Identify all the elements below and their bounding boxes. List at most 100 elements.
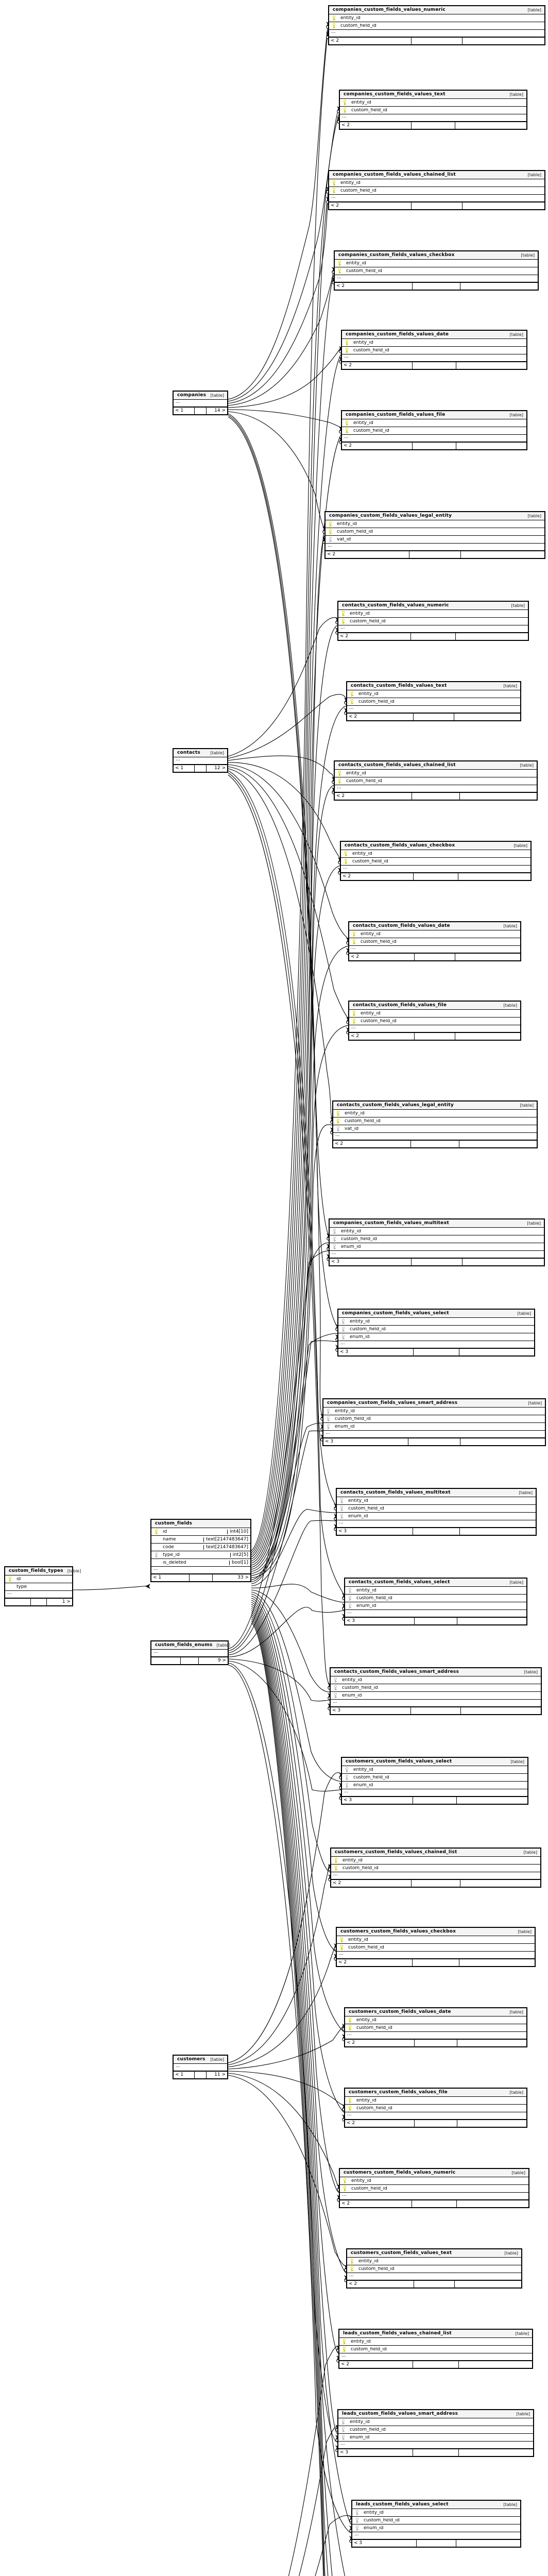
table-header[interactable]: contacts_custom_fields_values_smart_addr… (331, 1668, 541, 1676)
table-header[interactable]: contacts_custom_fields_values_legal_enti… (333, 1101, 537, 1110)
table-node[interactable]: contacts_custom_fields_values_file[table… (348, 1001, 521, 1041)
table-row[interactable]: enum_id (352, 2524, 520, 2532)
table-row[interactable]: entity_id (342, 1766, 527, 1774)
table-row[interactable]: custom_field_id (338, 618, 528, 625)
table-row[interactable]: vat_id (333, 1125, 537, 1133)
table-node[interactable]: companies_custom_fields_values_legal_ent… (324, 511, 545, 559)
table-row[interactable]: custom_field_id (330, 1235, 544, 1243)
table-row[interactable]: entity_id (329, 179, 544, 187)
table-header[interactable]: customers_custom_fields_values_checkbox[… (337, 1928, 535, 1936)
table-node[interactable]: contacts_custom_fields_values_checkbox[t… (340, 841, 532, 881)
table-row[interactable]: entity_id (323, 1408, 545, 1415)
table-row[interactable]: custom_field_id (342, 347, 526, 354)
table-header[interactable]: contacts_custom_fields_values_file[table… (349, 1002, 520, 1010)
table-row[interactable]: custom_field_id (339, 2346, 532, 2353)
table-header[interactable]: contacts_custom_fields_values_date[table… (349, 922, 520, 930)
table-row[interactable]: enum_id (338, 2434, 533, 2442)
table-node[interactable]: contacts_custom_fields_values_text[table… (346, 681, 521, 721)
table-header[interactable]: customers_custom_fields_values_numeric[t… (340, 2169, 528, 2177)
table-header[interactable]: contacts_custom_fields_values_chained_li… (335, 761, 537, 770)
table-row[interactable]: custom_field_id (323, 1415, 545, 1423)
table-row[interactable]: enum_id (330, 1243, 544, 1251)
table-row[interactable]: custom_field_id (345, 1595, 526, 1602)
table-node[interactable]: companies_custom_fields_values_smart_add… (322, 1398, 546, 1446)
table-row[interactable]: entity_id (337, 1497, 536, 1505)
table-node[interactable]: customers_custom_fields_values_file[tabl… (344, 2088, 527, 2128)
table-header[interactable]: contacts_custom_fields_values_multitext[… (337, 1489, 536, 1497)
table-node[interactable]: contacts_custom_fields_values_legal_enti… (332, 1100, 538, 1148)
table-node[interactable]: customers_custom_fields_values_chained_l… (330, 1848, 541, 1888)
table-row[interactable]: entity_id (345, 1587, 526, 1595)
table-row[interactable]: entity_id (347, 690, 520, 698)
table-header[interactable]: customers_custom_fields_values_text[tabl… (347, 2249, 521, 2258)
table-row[interactable]: entity_id (349, 930, 520, 938)
table-row[interactable]: entity_id (340, 2177, 528, 2185)
table-row[interactable]: custom_field_id (338, 1326, 534, 1333)
table-row[interactable]: enum_id (323, 1423, 545, 1431)
table-node[interactable]: contacts_custom_fields_values_chained_li… (334, 760, 538, 801)
table-row[interactable]: custom_field_id (338, 2426, 533, 2434)
table-row[interactable]: custom_field_id (335, 777, 537, 785)
table-node[interactable]: customers_custom_fields_values_text[tabl… (346, 2248, 522, 2289)
table-row[interactable]: custom_field_id (329, 22, 544, 30)
table-header[interactable]: contacts_custom_fields_values_select[tab… (345, 1579, 526, 1587)
table-row[interactable]: custom_field_id (337, 1505, 536, 1513)
table-row[interactable]: custom_field_id (345, 2024, 526, 2032)
table-row[interactable]: entity_id (338, 2418, 533, 2426)
table-row[interactable]: entity_id (347, 2258, 521, 2265)
table-row[interactable]: custom_field_id (340, 2185, 528, 2193)
table-header[interactable]: companies_custom_fields_values_file[tabl… (342, 411, 526, 419)
table-header[interactable]: companies_custom_fields_values_chained_l… (329, 171, 544, 179)
table-node[interactable]: companies_custom_fields_values_date[tabl… (341, 330, 527, 370)
table-row[interactable]: custom_field_id (342, 1774, 527, 1782)
table-row[interactable]: entity_id (331, 1857, 540, 1865)
table-header[interactable]: companies_custom_fields_values_legal_ent… (326, 512, 544, 520)
table-node[interactable]: companies_custom_fields_values_file[tabl… (341, 410, 527, 450)
table-row[interactable]: entity_id (333, 1110, 537, 1117)
table-header[interactable]: companies_custom_fields_values_multitext… (330, 1219, 544, 1228)
table-row[interactable]: entity_id (345, 2097, 526, 2105)
table-row[interactable]: enum_id (331, 1692, 541, 1700)
table-node[interactable]: contacts_custom_fields_values_numeric[ta… (337, 601, 529, 641)
table-row[interactable]: custom_field_id (345, 2105, 526, 2112)
table-row[interactable]: entity_id (329, 14, 544, 22)
table-header[interactable]: custom_fields (151, 1520, 250, 1528)
table-node[interactable]: leads_custom_fields_values_select[table]… (351, 2500, 521, 2548)
table-row[interactable]: entity_id (345, 2016, 526, 2024)
table-row[interactable]: entity_id (340, 99, 526, 107)
table-node[interactable]: customers_custom_fields_values_date[tabl… (344, 2007, 527, 2047)
table-row[interactable]: entity_id (335, 770, 537, 777)
table-header[interactable]: leads_custom_fields_values_select[table] (352, 2501, 520, 2509)
table-node[interactable]: customers_custom_fields_values_select[ta… (341, 1757, 528, 1805)
table-header[interactable]: contacts_custom_fields_values_numeric[ta… (338, 602, 528, 610)
table-header[interactable]: customers_custom_fields_values_select[ta… (342, 1758, 527, 1766)
table-node[interactable]: companies_custom_fields_values_multitext… (329, 1218, 545, 1266)
table-node[interactable]: customers_custom_fields_values_checkbox[… (336, 1927, 536, 1967)
table-node[interactable]: leads_custom_fields_values_chained_list[… (338, 2329, 533, 2369)
table-row[interactable]: entity_id (335, 260, 538, 267)
table-node[interactable]: leads_custom_fields_values_smart_address… (337, 2409, 534, 2457)
table-header[interactable]: customers_custom_fields_values_date[tabl… (345, 2008, 526, 2016)
table-header[interactable]: customers[table] (174, 2056, 227, 2064)
table-node[interactable]: contacts_custom_fields_values_smart_addr… (330, 1667, 542, 1715)
table-row[interactable]: custom_field_id (335, 267, 538, 275)
table-row[interactable]: custom_field_id (331, 1684, 541, 1692)
table-node[interactable]: companies_custom_fields_values_numeric[t… (328, 5, 545, 45)
table-header[interactable]: contacts[table] (174, 749, 227, 757)
table-row[interactable]: custom_field_id (331, 1865, 540, 1872)
table-row[interactable]: entity_id (337, 1936, 535, 1944)
table-row[interactable]: custom_field_id (341, 858, 530, 866)
table-header[interactable]: contacts_custom_fields_values_checkbox[t… (341, 842, 530, 850)
table-header[interactable]: custom_fields_enums[table] (151, 1641, 230, 1650)
table-node[interactable]: companies_custom_fields_values_text[tabl… (339, 90, 527, 130)
table-row[interactable]: custom_field_id (326, 528, 544, 536)
table-row[interactable]: custom_field_id (347, 2265, 521, 2273)
table-row[interactable]: custom_field_id (352, 2517, 520, 2524)
table-row[interactable]: custom_field_id (333, 1117, 537, 1125)
table-header[interactable]: custom_fields_types[table] (5, 1567, 81, 1575)
